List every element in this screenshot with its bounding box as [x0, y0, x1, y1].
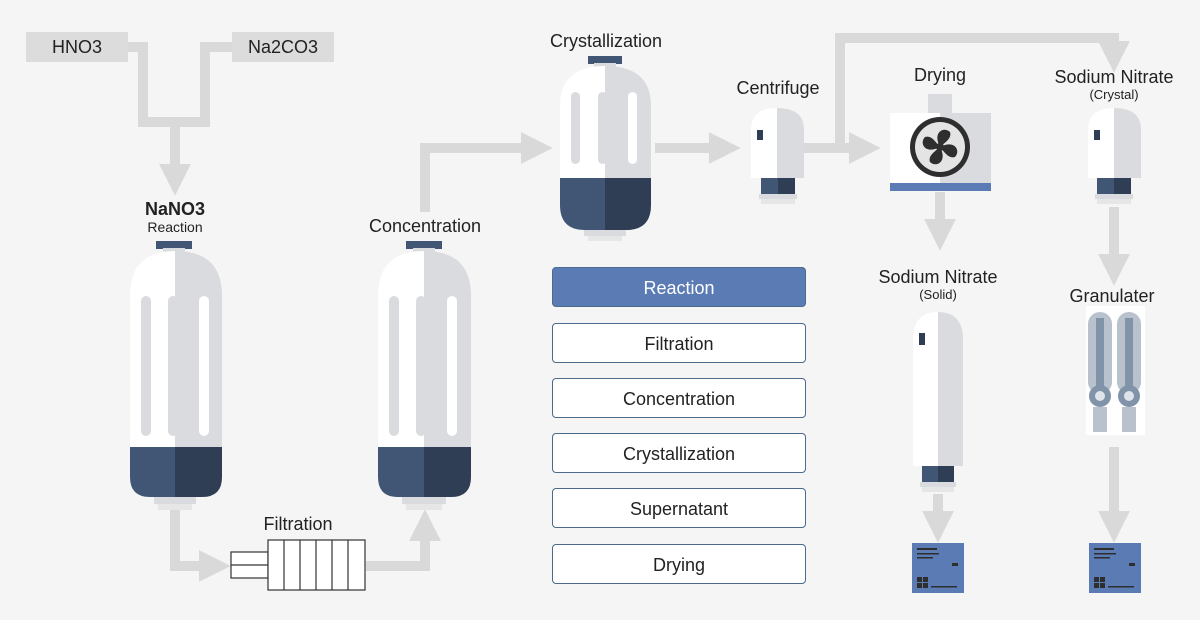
pipe-centrifuge-crystal: [835, 33, 1131, 148]
pipe-filtration-concentration: [366, 509, 442, 571]
reaction-title: NaNO3: [144, 199, 206, 219]
step-crystallization[interactable]: Crystallization: [552, 433, 806, 473]
granulater-label: Granulater: [1069, 286, 1155, 306]
pipe-hno3: [128, 42, 192, 196]
pipe-concentration-crystallization: [420, 131, 553, 212]
pipe-reaction-filtration: [170, 510, 231, 583]
sodium-nitrate-solid-sub: (Solid): [919, 287, 957, 302]
dryer-unit: [890, 94, 991, 191]
drying-label: Drying: [913, 65, 967, 85]
step-filtration[interactable]: Filtration: [552, 323, 806, 363]
package-crystal: [1089, 543, 1141, 593]
package-solid: [912, 543, 964, 593]
reaction-subtitle: Reaction: [147, 219, 203, 235]
step-drying[interactable]: Drying: [552, 544, 806, 584]
concentration-tank: [378, 241, 471, 510]
sodium-nitrate-solid-label: Sodium Nitrate: [878, 267, 998, 287]
reaction-tank: [130, 241, 222, 510]
filtration-unit: [230, 539, 366, 591]
concentration-label: Concentration: [368, 216, 482, 236]
step-reaction[interactable]: Reaction: [552, 267, 806, 307]
crystallization-tank: [560, 56, 651, 241]
input-na2co3: Na2CO3: [232, 32, 334, 62]
crystallization-label: Crystallization: [549, 31, 663, 51]
sodium-nitrate-crystal-label: Sodium Nitrate: [1054, 67, 1174, 87]
sodium-nitrate-crystal-sub: (Crystal): [1089, 87, 1139, 102]
step-supernatant[interactable]: Supernatant: [552, 488, 806, 528]
granulater-unit: [1086, 306, 1145, 435]
filtration-label: Filtration: [263, 514, 333, 534]
centrifuge-vessel: [751, 108, 804, 204]
centrifuge-label: Centrifuge: [736, 78, 820, 98]
crystal-vessel: [1088, 108, 1141, 204]
input-hno3: HNO3: [26, 32, 128, 62]
pipe-na2co3: [175, 42, 232, 127]
solid-vessel: [913, 312, 963, 492]
fan-icon: [922, 129, 958, 165]
step-concentration[interactable]: Concentration: [552, 378, 806, 418]
